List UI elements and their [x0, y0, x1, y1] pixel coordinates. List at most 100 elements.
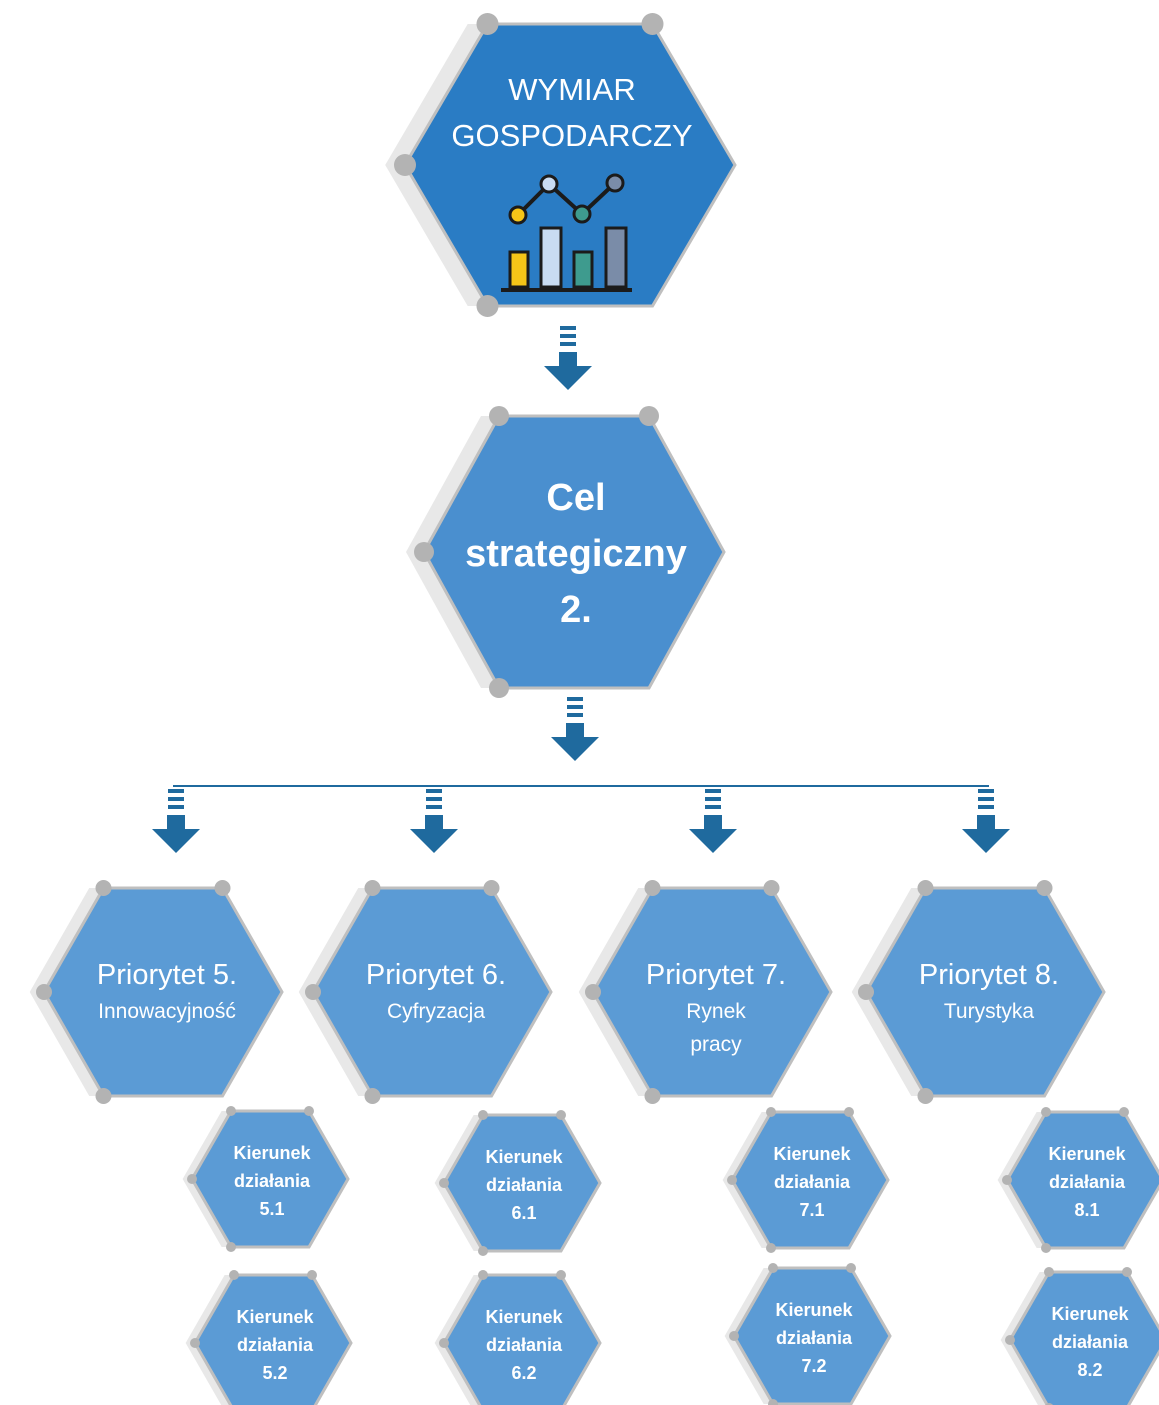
action-label-line: 8.1 [1074, 1200, 1099, 1220]
arrow-dash [567, 697, 583, 701]
action-label-line: działania [1049, 1172, 1126, 1192]
action-hex-corner-dot [727, 1175, 737, 1185]
top-hex-corner-dot [476, 13, 499, 35]
arrow-shaft [425, 815, 443, 831]
action-label-line: 6.2 [511, 1363, 536, 1383]
action-6-2-node: Kierunek działania 6.2 [434, 1270, 602, 1405]
priority-subtitle: pracy [690, 1033, 742, 1056]
action-hex-corner-dot [226, 1242, 236, 1252]
action-label-line: działania [774, 1172, 851, 1192]
arrow-head [962, 829, 1010, 853]
arrow-dash [168, 805, 184, 809]
action-hex-corner-dot [1122, 1267, 1132, 1277]
arrow-dash [567, 713, 583, 717]
action-hex-corner-dot [1002, 1175, 1012, 1185]
action-label-line: Kierunek [773, 1144, 851, 1164]
action-label-line: Kierunek [775, 1300, 853, 1320]
action-hex-corner-dot [1005, 1335, 1015, 1345]
priority-hex-corner-dot [483, 880, 500, 896]
action-hex-corner-dot [478, 1110, 488, 1120]
arrow-head [551, 737, 599, 761]
priority-hex-corner-dot [644, 1088, 661, 1104]
goal-line1: Cel [546, 477, 605, 519]
icon-bar [508, 250, 530, 289]
action-hex-corner-dot [844, 1107, 854, 1117]
priority-5-node: Priorytet 5.Innowacyjność [29, 880, 284, 1104]
arrow-to-priority-5 [152, 789, 200, 853]
priority-title: Priorytet 8. [919, 959, 1059, 991]
priority-hex-corner-dot [585, 984, 601, 1000]
priority-hex-corner-dot [917, 880, 934, 896]
top-hex-corner-dot [394, 154, 416, 176]
arrow-head [410, 829, 458, 853]
arrow-shaft [167, 815, 185, 831]
action-label-line: Kierunek [485, 1307, 563, 1327]
top-hex-corner-dot [476, 295, 499, 317]
action-label-line: działania [237, 1335, 314, 1355]
action-label-line: 5.1 [259, 1199, 284, 1219]
action-label-line: działania [234, 1171, 311, 1191]
goal-line2: strategiczny [465, 533, 687, 575]
action-hex-corner-dot [304, 1106, 314, 1116]
arrow-dash [567, 705, 583, 709]
arrow-dash [426, 805, 442, 809]
priority-hex-corner-dot [858, 984, 874, 1000]
action-label-line: 6.1 [511, 1203, 536, 1223]
icon-point [539, 174, 559, 194]
action-hex-corner-dot [187, 1174, 197, 1184]
priority-subtitle: Cyfryzacja [387, 1000, 485, 1023]
action-label-line: działania [486, 1335, 563, 1355]
action-label-line: Kierunek [485, 1147, 563, 1167]
action-hex-corner-dot [846, 1263, 856, 1273]
action-hex-corner-dot [1044, 1267, 1054, 1277]
action-hex-corner-dot [439, 1178, 449, 1188]
arrow-dash [560, 334, 576, 338]
action-label-line: 7.1 [799, 1200, 824, 1220]
arrow-top-to-goal [544, 326, 592, 390]
priority-hex-corner-dot [364, 1088, 381, 1104]
priority-hex-corner-dot [644, 880, 661, 896]
priority-title: Priorytet 6. [366, 959, 506, 991]
arrow-shaft [559, 352, 577, 368]
action-hex-corner-dot [229, 1270, 239, 1280]
action-hex-corner-dot [1041, 1107, 1051, 1117]
priority-hex-corner-dot [364, 880, 381, 896]
arrow-dash [705, 789, 721, 793]
priority-subtitle: Rynek [686, 1000, 746, 1023]
action-5-1-node: Kierunek działania 5.1 [182, 1106, 350, 1252]
top-hex-corner-dot [641, 13, 664, 35]
action-hex-corner-dot [226, 1106, 236, 1116]
icon-point [572, 204, 592, 224]
priority-title: Priorytet 5. [97, 959, 237, 991]
goal-hex-corner-dot [489, 406, 509, 426]
icon-point [508, 205, 528, 225]
arrow-shaft [977, 815, 995, 831]
arrow-shaft [704, 815, 722, 831]
action-hex-corner-dot [729, 1331, 739, 1341]
icon-bar [604, 226, 628, 289]
action-label-line: Kierunek [236, 1307, 314, 1327]
priority-subtitle: Turystyka [944, 1000, 1035, 1023]
goal-hex-corner-dot [414, 542, 434, 562]
action-label-line: Kierunek [1048, 1144, 1126, 1164]
priority-hex-corner-dot [214, 880, 231, 896]
goal-hex-corner-dot [489, 678, 509, 698]
icon-point [605, 173, 625, 193]
priority-hex-corner-dot [917, 1088, 934, 1104]
action-label-line: działania [486, 1175, 563, 1195]
action-6-1-node: Kierunek działania 6.1 [434, 1110, 602, 1256]
action-hex-corner-dot [478, 1246, 488, 1256]
action-hex-corner-dot [768, 1399, 778, 1405]
action-hex-corner-dot [478, 1270, 488, 1280]
action-label-line: Kierunek [233, 1143, 311, 1163]
arrow-dash [560, 326, 576, 330]
action-label-line: działania [776, 1328, 853, 1348]
priority-hex-corner-dot [36, 984, 52, 1000]
arrow-dash [168, 797, 184, 801]
arrow-head [689, 829, 737, 853]
